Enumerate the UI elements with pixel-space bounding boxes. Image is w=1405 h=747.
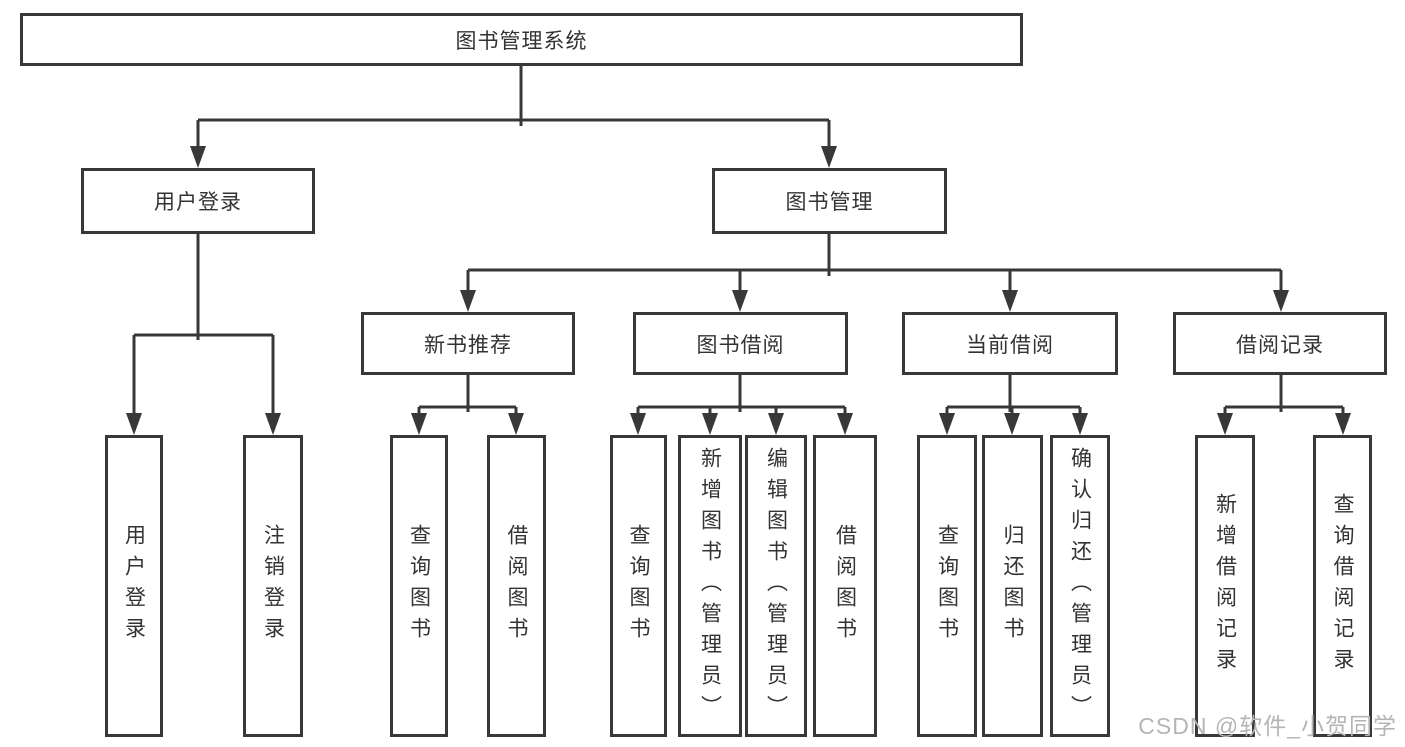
node-book-management: 图书管理 xyxy=(712,168,947,234)
leaf-query-books-recommend: 查询图书 xyxy=(390,435,448,737)
node-user-login: 用户登录 xyxy=(81,168,315,234)
node-current-borrowing: 当前借阅 xyxy=(902,312,1118,375)
leaf-logout: 注销登录 xyxy=(243,435,303,737)
leaf-add-books-admin: 新增图书（管理员） xyxy=(678,435,742,737)
leaf-confirm-return-admin: 确认归还（管理员） xyxy=(1050,435,1110,737)
watermark: CSDN @软件_小贺同学 xyxy=(1138,713,1397,739)
leaf-borrow-books-borrowing: 借阅图书 xyxy=(813,435,877,737)
leaf-query-books-current: 查询图书 xyxy=(917,435,977,737)
leaf-add-borrow-record: 新增借阅记录 xyxy=(1195,435,1255,737)
node-root: 图书管理系统 xyxy=(20,13,1023,66)
leaf-edit-books-admin: 编辑图书（管理员） xyxy=(745,435,807,737)
node-new-book-recommend: 新书推荐 xyxy=(361,312,575,375)
leaf-user-login: 用户登录 xyxy=(105,435,163,737)
leaf-borrow-books-recommend: 借阅图书 xyxy=(487,435,546,737)
node-borrowing-records: 借阅记录 xyxy=(1173,312,1387,375)
node-book-borrowing: 图书借阅 xyxy=(633,312,848,375)
leaf-return-books: 归还图书 xyxy=(982,435,1043,737)
leaf-query-books-borrowing: 查询图书 xyxy=(610,435,667,737)
leaf-query-borrow-record: 查询借阅记录 xyxy=(1313,435,1372,737)
